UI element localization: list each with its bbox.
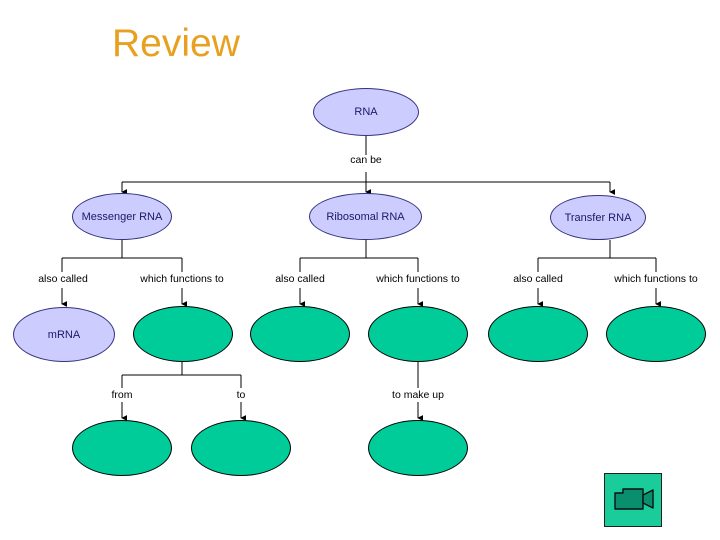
video-camera-icon [614,488,654,510]
node-transfer-rna-label: Transfer RNA [564,211,632,224]
page-title: Review [112,22,240,65]
node-ribosomal-alias[interactable] [250,306,350,362]
edge-label-also-called-transfer: also called [513,273,563,285]
edge-label-can-be: can be [350,154,382,166]
edge-label-which-functions-to-ribosomal: which functions to [376,273,460,285]
edge-label-which-functions-to-transfer: which functions to [614,273,698,285]
node-transfer-function[interactable] [606,306,706,362]
edge-label-which-functions-to-messenger: which functions to [140,273,224,285]
node-from-target[interactable] [72,420,172,476]
node-ribosomal-function[interactable] [368,306,468,362]
node-transfer-alias[interactable] [488,306,588,362]
node-ribosomal-rna-label: Ribosomal RNA [326,210,405,223]
edge-label-from: from [111,389,133,401]
node-mrna-label: mRNA [47,328,81,341]
node-transfer-rna[interactable]: Transfer RNA [550,195,646,240]
node-messenger-rna-label: Messenger RNA [81,210,163,223]
node-to-make-up-target[interactable] [368,420,468,476]
node-messenger-rna[interactable]: Messenger RNA [72,193,172,240]
edge-label-to: to [236,389,246,401]
edge-label-also-called-messenger: also called [38,273,88,285]
node-rna-label: RNA [354,106,378,118]
edge-label-to-make-up: to make up [392,389,444,401]
node-rna[interactable]: RNA [313,88,419,136]
node-ribosomal-rna[interactable]: Ribosomal RNA [309,193,422,240]
node-messenger-function[interactable] [133,306,233,362]
node-mrna[interactable]: mRNA [13,307,115,362]
video-launch-button[interactable] [604,473,662,527]
node-to-target[interactable] [191,420,291,476]
edge-label-also-called-ribosomal: also called [275,273,325,285]
